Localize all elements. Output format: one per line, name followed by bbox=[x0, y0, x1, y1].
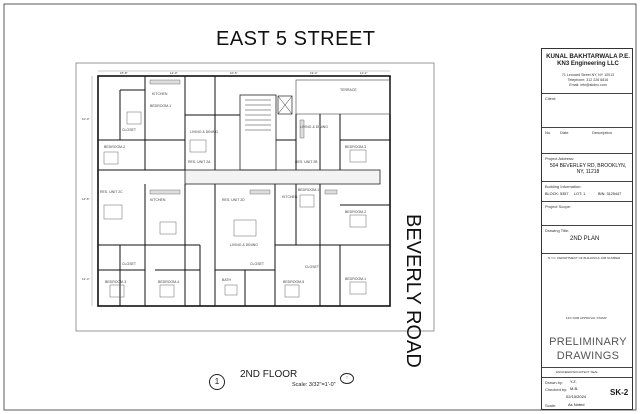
room-label: BEDROOM-5 bbox=[283, 280, 305, 284]
room-label: KITCHEN bbox=[150, 198, 166, 202]
drawing-title-label: Drawing Title: bbox=[545, 228, 570, 233]
svg-text:12'-0": 12'-0" bbox=[170, 71, 178, 75]
unit-label: RES. UNIT 2A bbox=[188, 160, 211, 164]
building-info-label: Building Information: bbox=[545, 184, 582, 189]
room-label: BEDROOM-1 bbox=[298, 188, 320, 192]
firm-telephone: Telephone: 312 226 6816 bbox=[567, 78, 609, 82]
room-label: KITCHEN bbox=[152, 92, 168, 96]
checked-by: M.B. bbox=[570, 386, 579, 391]
revision-table: No. Date Description bbox=[542, 127, 632, 153]
dob-label: N.Y.C. DEPARTMENT OF BUILDINGS JOB NUMBE… bbox=[548, 256, 621, 260]
dob-stamp-cell: N.Y.C. DEPARTMENT OF BUILDINGS JOB NUMBE… bbox=[542, 253, 632, 323]
firm-name: KUNAL BAKHTARWALA P.E. bbox=[546, 53, 630, 60]
sheet-number: SK-2 bbox=[610, 388, 629, 397]
drawing-number: 1 bbox=[209, 374, 225, 390]
seal-label: ENGINEER/ARCHITECT SEAL bbox=[556, 370, 599, 374]
scale-label: Scale: bbox=[545, 403, 557, 408]
svg-text:10'-0": 10'-0" bbox=[82, 117, 90, 121]
project-address-label: Project Address: bbox=[545, 156, 575, 161]
seal-cell: ENGINEER/ARCHITECT SEAL bbox=[542, 367, 632, 377]
street-name-side: BEVERLY ROAD bbox=[402, 214, 424, 368]
room-label: BEDROOM-2 bbox=[104, 145, 126, 149]
room-label: LIVING & DINING bbox=[190, 130, 219, 134]
sheet-info-cell: Drawn by: Y.Z. Checked by: M.B. 02/15/20… bbox=[542, 377, 632, 411]
drawing-caption-scale: Scale: 3/32"=1'-0" bbox=[292, 382, 336, 388]
room-label: BEDROOM-4 bbox=[158, 280, 180, 284]
firm-email: Email: info@skdnc.com bbox=[569, 83, 607, 87]
scale-value: As Noted bbox=[568, 402, 585, 407]
room-label: CLOSET bbox=[305, 265, 320, 269]
room-label: BEDROOM-1 bbox=[150, 104, 172, 108]
lot-value: LOT: 1 bbox=[574, 192, 586, 196]
room-label: BEDROOM-3 bbox=[105, 280, 127, 284]
room-label: CLOSET bbox=[122, 128, 137, 132]
rev-header-description: Description bbox=[592, 130, 613, 135]
north-arrow-icon: ↑ bbox=[340, 373, 354, 384]
street-name-top: EAST 5 STREET bbox=[216, 28, 376, 50]
drawing-caption-title: 2ND FLOOR bbox=[240, 369, 298, 380]
building-info-cell: Building Information: BLOCK: 5357 LOT: 1… bbox=[542, 181, 632, 201]
project-scope-label: Project Scope: bbox=[545, 204, 572, 209]
firm-sub: KN3 Engineering LLC bbox=[557, 61, 619, 67]
room-label: BATH bbox=[222, 278, 232, 282]
project-address: 504 BEVERLEY RD, BROOKLYN, NY, 11218 bbox=[549, 163, 627, 175]
drawn-by: Y.Z. bbox=[570, 379, 577, 384]
room-label: CLOSET bbox=[122, 262, 137, 266]
room-label: BEDROOM-2 bbox=[345, 210, 367, 214]
bin-value: BIN: 3125447 bbox=[598, 192, 622, 196]
checked-by-label: Checked by: bbox=[545, 387, 568, 392]
unit-label: RES. UNIT 2B bbox=[295, 160, 318, 164]
room-label: LIVING & DINING bbox=[300, 125, 329, 129]
drawing-title-cell: Drawing Title: 2ND PLAN bbox=[542, 225, 632, 253]
svg-text:11'-2": 11'-2" bbox=[360, 71, 367, 75]
project-scope-cell: Project Scope: bbox=[542, 201, 632, 225]
svg-text:14'-6": 14'-6" bbox=[82, 197, 90, 201]
block-value: BLOCK: 5357 bbox=[545, 192, 569, 196]
svg-text:19'-4": 19'-4" bbox=[310, 71, 318, 75]
preliminary-drawings-label: PRELIMINARY DRAWINGS bbox=[549, 336, 627, 362]
drawing-date: 02/15/2024 bbox=[566, 394, 587, 399]
rev-header-no: No. bbox=[545, 130, 552, 135]
room-label: LIVING & DINING bbox=[230, 243, 259, 247]
firm-address: 71 Leonard Street NY, NY 10013 bbox=[561, 73, 615, 77]
room-label: KITCHEN bbox=[282, 195, 298, 199]
svg-text:12'-4": 12'-4" bbox=[82, 277, 90, 281]
drawing-title: 2ND PLAN bbox=[570, 236, 600, 242]
client-label: Client: bbox=[545, 96, 557, 101]
project-address-cell: Project Address: 504 BEVERLEY RD, BROOKL… bbox=[542, 153, 632, 181]
room-label: BEDROOM-3 bbox=[345, 145, 367, 149]
svg-text:10'-6": 10'-6" bbox=[230, 71, 238, 75]
terrace-label: TERRACE bbox=[340, 88, 357, 92]
rev-header-date: Date bbox=[560, 130, 569, 135]
client-cell: Client: bbox=[542, 93, 632, 127]
unit-label: RES. UNIT 2D bbox=[222, 198, 245, 202]
unit-label: RES. UNIT 2C bbox=[100, 190, 123, 194]
svg-text:15'-8": 15'-8" bbox=[120, 71, 128, 75]
stamp-label: FFC DOB APPROVAL STAMP bbox=[566, 316, 607, 320]
room-label: BEDROOM-1 bbox=[345, 277, 367, 281]
room-label: CLOSET bbox=[250, 262, 265, 266]
drawn-by-label: Drawn by: bbox=[545, 380, 564, 385]
title-block: KUNAL BAKHTARWALA P.E. KN3 Engineering L… bbox=[541, 48, 633, 410]
